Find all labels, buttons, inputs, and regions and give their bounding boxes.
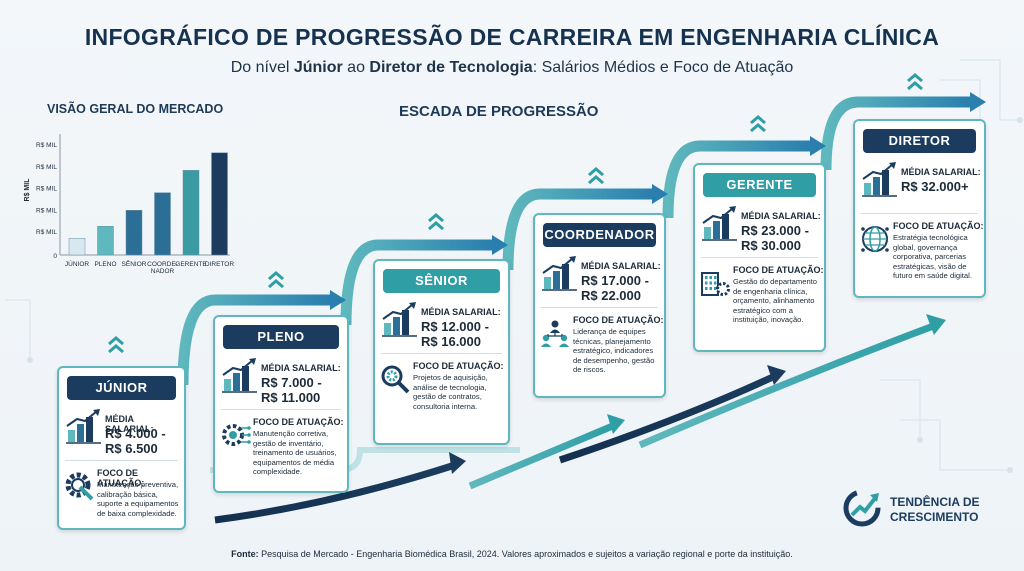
salary-label: MÉDIA SALARIAL: — [261, 363, 341, 373]
up-chevron-icon — [907, 73, 923, 91]
bar-chart-icon — [222, 358, 257, 393]
card-divider — [861, 213, 978, 214]
level-badge: JÚNIOR — [67, 376, 176, 400]
gear-wrench-icon — [65, 472, 94, 501]
focus-label: FOCO DE ATUAÇÃO: — [893, 221, 984, 231]
focus-text: Projetos de aquisição, análise de tecnol… — [413, 373, 488, 411]
focus-label: FOCO DE ATUAÇÃO: — [253, 417, 344, 427]
chart-y-tick-label: R$ MIL — [36, 186, 57, 193]
stair-arrowhead — [810, 136, 826, 156]
chart-y-tick-label: 0 — [53, 253, 57, 260]
chart-x-tick-label: PLENO — [94, 261, 116, 268]
chart-bar — [182, 170, 200, 256]
card-divider — [221, 409, 341, 410]
chart-x-tick-label: DIRETOR — [205, 261, 234, 268]
level-card-4: GERENTE MÉDIA SALARIAL: R$ 23.000 -R$ 30.0… — [693, 163, 826, 352]
trend-label: TENDÊNCIA DE CRESCIMENTO — [890, 495, 980, 524]
bar-chart-icon — [382, 302, 417, 337]
level-card-5: DIRETOR MÉDIA SALARIAL: R$ 32.000+ FOCO DE … — [853, 119, 986, 298]
focus-text: Gestão do departamento de engenharia clí… — [733, 277, 818, 325]
level-badge: SÊNIOR — [383, 269, 500, 293]
chart-x-tick-label: NADOR — [151, 268, 175, 275]
salary-label: MÉDIA SALARIAL: — [741, 211, 821, 221]
card-divider — [701, 257, 818, 258]
focus-label: FOCO DE ATUAÇÃO: — [97, 468, 145, 488]
bar-chart-icon — [862, 162, 897, 197]
chart-bar — [97, 226, 114, 256]
focus-label: FOCO DE ATUAÇÃO: — [413, 361, 504, 371]
up-chevron-icon — [750, 115, 766, 133]
chart-y-tick-label: R$ MIL — [36, 164, 57, 171]
stair-arrowhead — [970, 92, 986, 112]
chart-bar — [211, 152, 228, 256]
salary-value: R$ 32.000+ — [901, 179, 969, 194]
focus-label: FOCO DE ATUAÇÃO: — [733, 265, 824, 275]
up-chevron-icon — [268, 271, 284, 289]
chart-bar — [154, 192, 171, 256]
salary-label: MÉDIA SALARIAL: — [901, 167, 981, 177]
circuit-gear-icon — [222, 424, 251, 446]
focus-text: Manutenção corretiva, gestão de inventár… — [253, 429, 337, 477]
ladder-title: ESCADA DE PROGRESSÃO — [399, 103, 599, 120]
salary-value: R$ 12.000 -R$ 16.000 — [421, 319, 489, 349]
chart-y-tick-label: R$ MIL — [36, 142, 57, 149]
level-badge: GERENTE — [703, 173, 816, 197]
market-overview-chart: R$ MIL R$ MIL R$ MIL R$ MIL R$ MIL R$ MIL 0JÚN… — [24, 134, 234, 275]
chart-bar — [125, 210, 143, 256]
chart-y-tick-label: R$ MIL — [36, 207, 57, 214]
focus-text: Estratégia tecnológica global, governanç… — [893, 233, 972, 281]
stair-arrowhead — [492, 235, 508, 255]
chart-x-tick-label: COORDE- — [147, 261, 178, 268]
salary-label: MÉDIA SALARIAL: — [421, 307, 501, 317]
level-badge: PLENO — [223, 325, 339, 349]
salary-label: MÉDIA SALARIAL: — [105, 414, 154, 434]
chart-bar — [68, 237, 86, 256]
trend-logo-icon — [843, 489, 881, 527]
chart-x-tick-label: GERENTE — [175, 261, 207, 268]
salary-value: R$ 7.000 -R$ 11.000 — [261, 375, 322, 405]
stair-arrowhead — [330, 290, 346, 310]
card-divider — [65, 460, 178, 461]
chart-x-tick-label: SÊNIOR — [122, 259, 147, 268]
salary-label: MÉDIA SALARIAL: — [581, 261, 661, 271]
card-divider — [541, 307, 658, 308]
level-badge: COORDENADOR — [543, 223, 656, 247]
bar-chart-icon — [66, 409, 101, 444]
level-card-3: COORDENADOR MÉDIA SALARIAL: R$ 17.000 -R$ … — [533, 213, 666, 398]
salary-value: R$ 17.000 -R$ 22.000 — [581, 273, 649, 303]
card-divider — [381, 353, 502, 354]
up-chevron-icon — [588, 167, 604, 185]
salary-value: R$ 4.000 -R$ 6.500 — [105, 426, 166, 456]
source-footer: Fonte: Pesquisa de Mercado - Engenharia … — [231, 549, 793, 559]
globe-icon — [861, 226, 889, 252]
up-chevron-icon — [108, 336, 124, 354]
bar-chart-icon — [702, 206, 737, 241]
focus-label: FOCO DE ATUAÇÃO: — [573, 315, 664, 325]
team-icon — [541, 320, 569, 347]
magnifier-gear-icon — [381, 365, 410, 394]
salary-value: R$ 23.000 -R$ 30.000 — [741, 223, 809, 253]
chart-y-label: R$ MIL — [24, 178, 31, 202]
building-gear-icon — [701, 272, 730, 296]
page-subtitle: Do nível Júnior ao Diretor de Tecnologia… — [230, 59, 794, 76]
level-card-2: SÊNIOR MÉDIA SALARIAL: R$ 12.000 -R$ 16.00… — [373, 259, 510, 445]
chart-x-tick-label: JÚNIOR — [65, 259, 90, 268]
focus-text: Liderança de equipes técnicas, planejame… — [573, 327, 655, 375]
level-badge: DIRETOR — [863, 129, 976, 153]
page-title: INFOGRÁFICO DE PROGRESSÃO DE CARREIRA EM… — [84, 24, 940, 50]
up-chevron-icon — [428, 213, 444, 231]
chart-y-tick-label: R$ MIL — [36, 229, 57, 236]
bar-chart-icon — [542, 256, 577, 291]
overview-title: VISÃO GERAL DO MERCADO — [47, 102, 224, 116]
focus-text: Manutenção preventiva, calibração básica… — [97, 480, 179, 518]
stair-arrowhead — [652, 184, 668, 204]
stair-arrowheads — [330, 92, 986, 310]
